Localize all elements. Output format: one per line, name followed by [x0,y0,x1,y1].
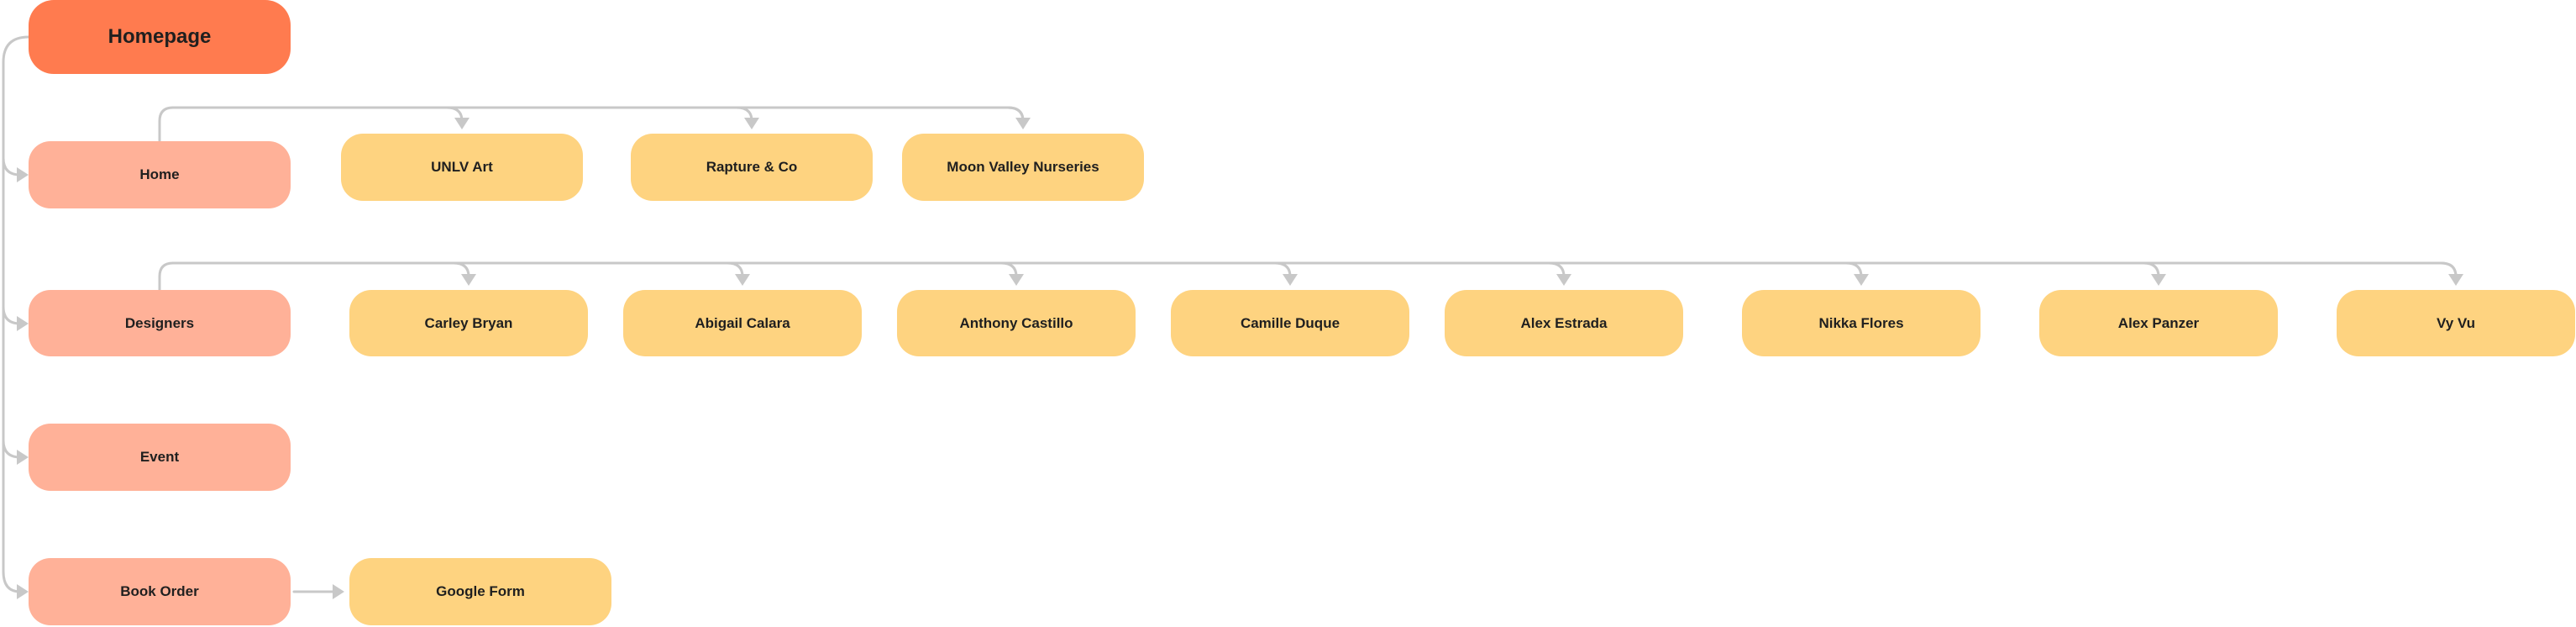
home-node[interactable]: Home [29,141,291,208]
designer-child-arrow-6 [2151,274,2166,286]
home-child-arrow-0 [454,118,470,129]
designers-connector [158,261,2458,292]
designer-child-arrow-1 [735,274,750,286]
unlv-art-node[interactable]: UNLV Art [341,134,583,201]
moon-valley-nurseries-node[interactable]: Moon Valley Nurseries [902,134,1144,201]
designer-child-arrow-7 [2448,274,2463,286]
book-order-arrow [333,584,344,599]
event-node[interactable]: Event [29,424,291,491]
designer-alex-estrada-node[interactable]: Alex Estrada [1445,290,1683,356]
spine-connector [2,35,30,593]
designer-child-arrow-2 [1009,274,1024,286]
designer-child-arrow-4 [1556,274,1571,286]
google-form-node[interactable]: Google Form [349,558,611,625]
home-child-arrow-2 [1015,118,1031,129]
designer-child-arrow-3 [1283,274,1298,286]
designer-camille-duque-node[interactable]: Camille Duque [1171,290,1409,356]
designer-child-arrow-0 [461,274,476,286]
book-order-node[interactable]: Book Order [29,558,291,625]
home-child-arrow-1 [744,118,759,129]
spine-arrow-2 [17,450,29,465]
designer-abigail-calara-node[interactable]: Abigail Calara [623,290,862,356]
spine-arrow-3 [17,584,29,599]
homepage-node[interactable]: Homepage [29,0,291,74]
designer-alex-panzer-node[interactable]: Alex Panzer [2039,290,2278,356]
designers-node[interactable]: Designers [29,290,291,356]
spine-arrow-0 [17,167,29,182]
home-connector [158,106,1025,143]
designer-nikka-flores-node[interactable]: Nikka Flores [1742,290,1981,356]
designer-carley-bryan-node[interactable]: Carley Bryan [349,290,588,356]
rapture-co-node[interactable]: Rapture & Co [631,134,873,201]
spine-arrow-1 [17,316,29,331]
designer-child-arrow-5 [1854,274,1869,286]
designer-vy-vu-node[interactable]: Vy Vu [2337,290,2575,356]
designer-anthony-castillo-node[interactable]: Anthony Castillo [897,290,1136,356]
